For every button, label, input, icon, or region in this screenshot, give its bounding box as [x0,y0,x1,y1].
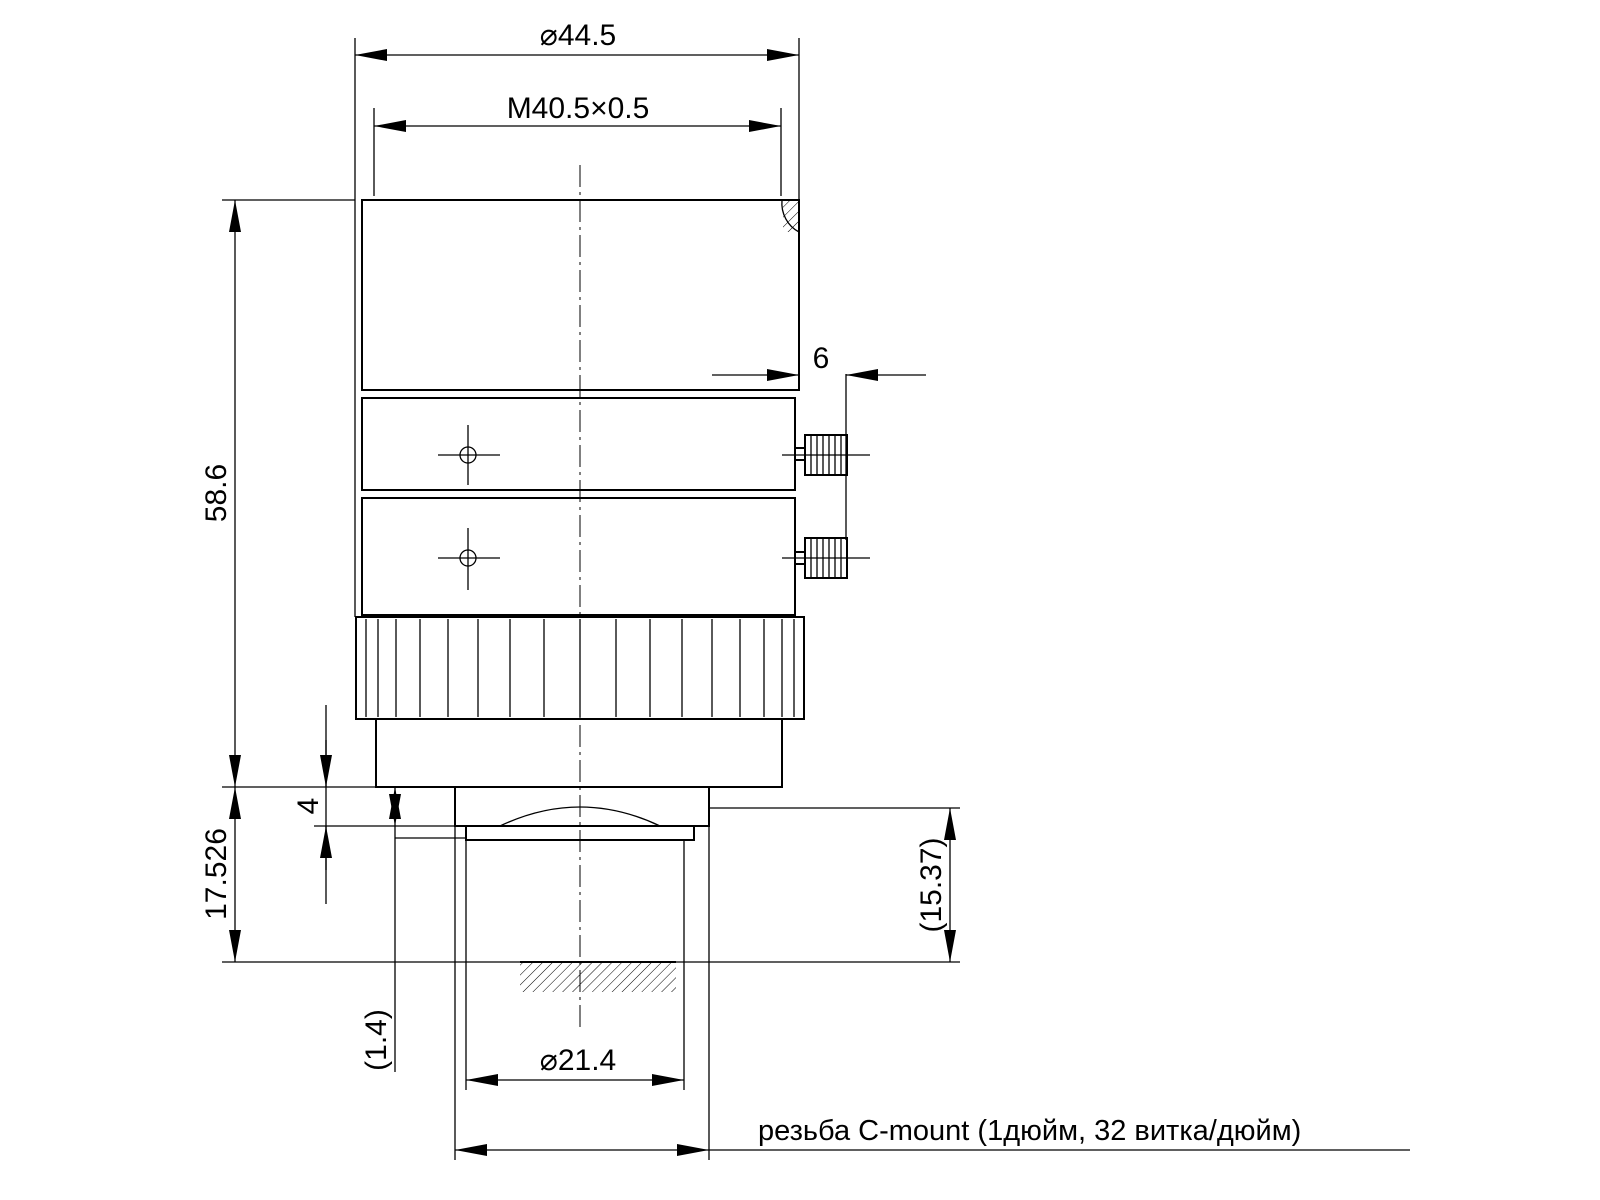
dim-filter-thread: M40.5×0.5 [507,92,650,125]
dim-clearance: (1.4) [360,1009,393,1071]
lock-screw-upper [782,434,870,476]
lock-screw-lower [782,537,870,579]
dim-total-length: 58.6 [200,464,233,522]
image-plane-hatch [520,962,676,992]
dim-thread-depth: 4 [292,798,325,815]
lens-body [355,165,870,1030]
dimension-lines [229,49,956,1156]
dim-flange-distance: 17.526 [200,828,233,920]
front-thread-hatch [783,200,799,232]
dim-screw-offset: 6 [813,342,830,375]
rear-body [375,718,783,788]
dim-rear-diameter: ⌀21.4 [540,1044,616,1077]
rear-lens-curve [499,806,661,827]
extension-lines [222,38,1410,1160]
dim-outer-diameter: ⌀44.5 [540,19,616,52]
index-mark-lower [438,528,500,590]
focus-ring [361,397,796,491]
rear-element [465,825,695,841]
iris-ring [361,497,796,616]
index-mark-upper [438,425,500,485]
thread-note: резьба C-mount (1дюйм, 32 витка/дюйм) [758,1115,1301,1147]
dim-back-focus: (15.37) [915,837,948,932]
knurled-ring [355,616,805,720]
